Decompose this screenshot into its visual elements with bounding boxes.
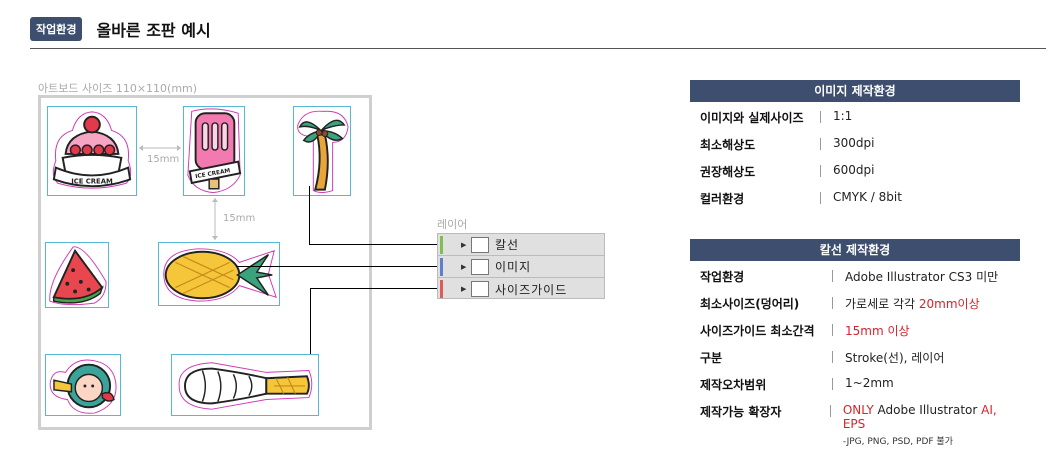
spec-value-highlight: 15mm 이상 — [845, 324, 910, 338]
spec-row: 최소해상도 300dpi — [690, 129, 1020, 156]
spec-separator — [820, 111, 821, 123]
header-divider — [30, 48, 1046, 49]
spec-separator — [832, 378, 833, 390]
spec-key: 최소해상도 — [700, 138, 756, 152]
spec-row: 제작가능 확장자 ONLY Adobe Illustrator AI, EPS -… — [690, 396, 1020, 447]
page-title: 올바른 조판 예시 — [96, 21, 211, 40]
spec-separator — [832, 351, 833, 363]
spec-row: 컬러환경 CMYK / 8bit — [690, 183, 1020, 210]
layer-color-swatch — [440, 280, 443, 298]
spec-row: 작업환경 Adobe Illustrator CS3 미만 — [690, 261, 1020, 288]
size-guide-palm — [293, 106, 351, 196]
expand-arrow-icon[interactable]: ▶ — [461, 262, 467, 271]
pineapple-sticker-icon — [163, 248, 277, 302]
callout-cutline-vertical — [309, 186, 310, 244]
spec-key: 작업환경 — [700, 270, 745, 284]
callout-image-horizontal — [236, 266, 467, 267]
spec-key: 이미지와 실제사이즈 — [700, 111, 804, 125]
spec-row: 이미지와 실제사이즈 1:1 — [690, 102, 1020, 129]
vertical-gap-arrow — [212, 198, 218, 240]
spec-separator — [820, 192, 821, 204]
layer-thumbnail — [471, 258, 489, 275]
girl-sticker-icon — [49, 359, 117, 414]
spec-value-highlight: 20mm이상 — [918, 297, 980, 311]
layer-name: 이미지 — [495, 260, 532, 274]
cake-label: ICE CREAM — [71, 177, 113, 185]
spec-value: Stroke(선), 레이어 — [845, 351, 945, 365]
cutline-spec-table: 칼선 제작환경 작업환경 Adobe Illustrator CS3 미만 최소… — [690, 239, 1020, 447]
spec-value: CMYK / 8bit — [833, 190, 902, 204]
layers-label: 레이어 — [437, 218, 468, 231]
layer-color-swatch — [440, 257, 443, 276]
spec-row: 최소사이즈(덩어리) 가로세로 각각 20mm이상 — [690, 288, 1020, 315]
spec-key: 제작가능 확장자 — [700, 405, 782, 419]
horizontal-gap-label: 15mm — [147, 154, 180, 165]
spec-value: 600dpi — [833, 163, 875, 177]
layer-name: 칼선 — [495, 238, 520, 252]
spec-value-highlight: AI, EPS — [842, 403, 997, 431]
size-guide-popsicle: ICE CREAM — [183, 106, 245, 196]
size-guide-cake: ICE CREAM — [47, 106, 137, 196]
spec-row: 구분 Stroke(선), 레이어 — [690, 342, 1020, 369]
spec-row: 권장해상도 600dpi — [690, 156, 1020, 183]
size-guide-cone — [171, 354, 319, 416]
palm-sticker-icon — [297, 110, 349, 193]
spec-key: 제작오차범위 — [700, 378, 767, 392]
spec-key: 최소사이즈(덩어리) — [700, 297, 800, 311]
size-guide-girl — [45, 354, 121, 416]
spec-key: 구분 — [700, 351, 723, 365]
spec-separator — [832, 297, 833, 309]
spec-separator — [820, 165, 821, 177]
spec-separator — [832, 324, 833, 336]
spec-value: Adobe Illustrator CS3 미만 — [845, 270, 999, 284]
spec-key: 컬러환경 — [700, 192, 745, 206]
spec-value: 300dpi — [833, 136, 875, 150]
layers-panel: ▶ 칼선 ▶ 이미지 ▶ 사이즈가이드 — [437, 233, 605, 299]
cutline-spec-title: 칼선 제작환경 — [690, 239, 1020, 261]
spec-separator — [820, 138, 821, 150]
size-guide-watermelon — [45, 242, 109, 308]
image-spec-table: 이미지 제작환경 이미지와 실제사이즈 1:1 최소해상도 300dpi 권장해… — [690, 80, 1020, 210]
expand-arrow-icon[interactable]: ▶ — [461, 240, 467, 249]
spec-key: 사이즈가이드 최소간격 — [700, 324, 815, 338]
callout-guide-horizontal — [310, 288, 467, 289]
layer-row-image[interactable]: ▶ 이미지 — [438, 256, 604, 278]
artboard-label: 아트보드 사이즈 110×110(mm) — [38, 82, 198, 95]
layer-name: 사이즈가이드 — [495, 282, 568, 297]
spec-value: ONLY Adobe Illustrator AI, EPS -JPG, PNG,… — [843, 403, 1020, 447]
spec-separator — [832, 270, 833, 282]
spec-value: 가로세로 각각 20mm이상 — [845, 295, 980, 312]
spec-key: 권장해상도 — [700, 165, 756, 179]
layer-row-cutline[interactable]: ▶ 칼선 — [438, 234, 604, 256]
spec-value: 1~2mm — [845, 376, 894, 390]
cake-sticker-icon: ICE CREAM — [52, 111, 132, 189]
layer-row-size-guide[interactable]: ▶ 사이즈가이드 — [438, 278, 604, 300]
image-spec-title: 이미지 제작환경 — [690, 80, 1020, 102]
popsicle-sticker-icon: ICE CREAM — [187, 108, 242, 194]
spec-value: 1:1 — [833, 109, 853, 123]
layer-color-swatch — [440, 235, 443, 254]
spec-value-plain: 가로세로 각각 — [845, 297, 919, 311]
watermelon-sticker-icon — [49, 246, 107, 306]
section-badge: 작업환경 — [30, 17, 83, 41]
vertical-gap-label: 15mm — [223, 213, 256, 224]
spec-row: 제작오차범위 1~2mm — [690, 369, 1020, 396]
size-guide-pineapple — [158, 242, 280, 306]
page-header: 작업환경 올바른 조판 예시 — [30, 16, 211, 42]
spec-row: 사이즈가이드 최소간격 15mm 이상 — [690, 315, 1020, 342]
artboard: ICE CREAM ICE CREAM — [38, 95, 372, 430]
horizontal-gap-arrow — [139, 145, 181, 151]
layer-thumbnail — [471, 236, 489, 253]
callout-guide-vertical — [310, 288, 311, 354]
expand-arrow-icon[interactable]: ▶ — [461, 285, 467, 293]
spec-value-highlight: ONLY — [842, 403, 874, 417]
callout-cutline-horizontal — [309, 244, 467, 245]
spec-value-note: -JPG, PNG, PSD, PDF 불가 — [842, 437, 953, 447]
spec-separator — [829, 405, 831, 417]
layer-thumbnail — [471, 281, 489, 297]
shell-cone-sticker-icon — [178, 362, 313, 410]
spec-value-plain: Adobe Illustrator — [873, 403, 982, 417]
